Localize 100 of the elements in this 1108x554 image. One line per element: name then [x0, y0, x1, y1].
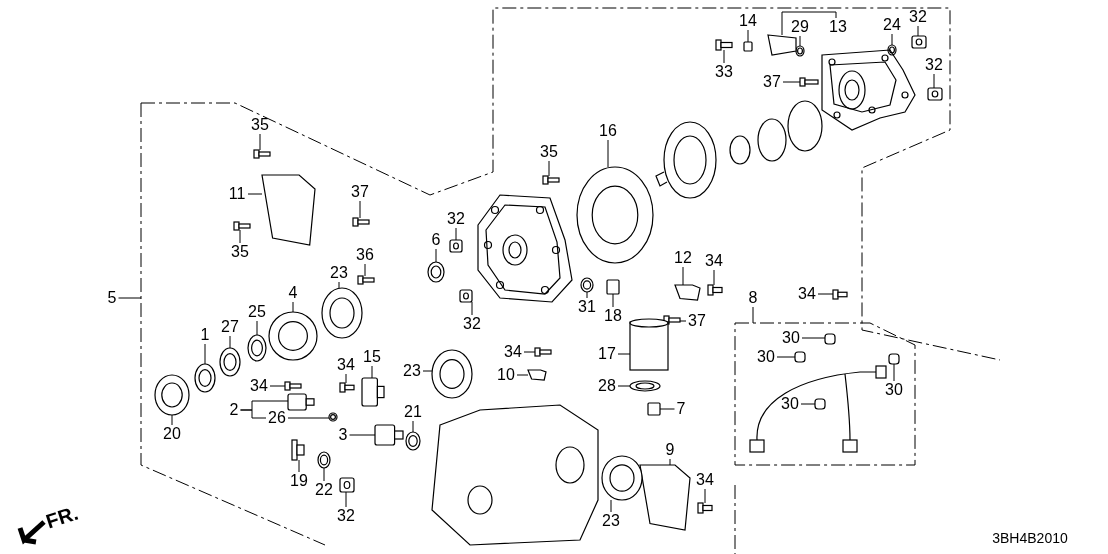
callout-number: 28 [598, 378, 616, 394]
callout-number: 13 [829, 19, 847, 35]
plug-drawing [647, 402, 661, 416]
ring-drawing [219, 347, 241, 377]
callout-number: 2 [229, 402, 239, 418]
plug-drawing [606, 279, 620, 295]
callout-number: 26 [268, 410, 286, 426]
dowel-pin-drawing [339, 477, 355, 493]
clip-drawing [814, 398, 826, 410]
leader-line [471, 301, 473, 316]
leader-line [586, 291, 588, 299]
callout-number: 12 [674, 250, 692, 266]
dowel-pin-drawing [927, 87, 943, 101]
leader-line [345, 373, 347, 384]
callout-number: 10 [497, 367, 515, 383]
leader-line [659, 408, 675, 410]
callout-number: 34 [705, 253, 723, 269]
motor-drawing [629, 318, 669, 371]
leader-line [239, 229, 241, 244]
leader-line [323, 467, 325, 482]
leader-line [240, 409, 267, 419]
callout-number: 23 [330, 265, 348, 281]
leader-line [287, 417, 330, 419]
callout-number: 33 [715, 64, 733, 80]
callout-number: 20 [163, 426, 181, 442]
leader-line [412, 420, 414, 433]
housing-drawing [477, 194, 573, 303]
bolt-drawing [253, 149, 271, 159]
leader-line [345, 491, 347, 508]
leader-line [679, 320, 687, 322]
callout-number: 9 [665, 442, 675, 458]
leader-line [607, 139, 609, 168]
sensor-drawing [287, 393, 315, 411]
oil-seal-drawing [431, 349, 473, 399]
leader-line [617, 385, 631, 387]
bracket-drawing [674, 284, 701, 301]
leader-line [723, 49, 725, 64]
leader-line [752, 306, 754, 324]
bolt-drawing [352, 217, 370, 227]
bracket-drawing [639, 464, 691, 531]
bolt-drawing [663, 315, 681, 325]
bolt-drawing [697, 502, 713, 514]
oil-seal-drawing [601, 455, 643, 501]
callout-number: 21 [404, 404, 422, 420]
callout-number: 17 [598, 346, 616, 362]
callout-number: 34 [798, 286, 816, 302]
leader-line [799, 35, 801, 47]
callout-number: 36 [356, 247, 374, 263]
leader-line [516, 374, 529, 376]
bolt-drawing [542, 175, 560, 185]
leader-line [617, 353, 631, 355]
leader-line [371, 365, 373, 379]
leader-line [891, 33, 893, 46]
drum-drawing [576, 166, 654, 264]
callout-number: 3 [338, 427, 348, 443]
leader-line [781, 11, 837, 36]
leader-line [776, 356, 796, 358]
bolt-drawing [715, 39, 733, 51]
cover-drawing [268, 311, 318, 361]
leader-line [422, 370, 433, 372]
leader-line [359, 200, 361, 219]
bolt-drawing [339, 382, 355, 393]
callout-number: 25 [248, 304, 266, 320]
bracket-drawing [261, 174, 316, 246]
bracket-drawing [527, 369, 547, 381]
leader-line [171, 414, 173, 426]
callout-number: 15 [363, 349, 381, 365]
leader-line [338, 281, 340, 289]
washer-drawing [405, 431, 421, 451]
callout-number: 23 [602, 513, 620, 529]
callout-number: 37 [688, 313, 706, 329]
callout-number: 6 [431, 232, 441, 248]
leader-line [704, 488, 706, 504]
callout-number: 27 [221, 319, 239, 335]
callout-number: 4 [288, 285, 298, 301]
callout-number: 34 [696, 472, 714, 488]
ring-drawing [194, 363, 216, 393]
leader-line [782, 81, 801, 83]
callout-number: 29 [791, 19, 809, 35]
callout-number: 23 [403, 363, 421, 379]
bolt-drawing [832, 289, 848, 300]
callout-number: 5 [107, 290, 117, 306]
callout-number: 32 [925, 57, 943, 73]
callout-number: 37 [351, 184, 369, 200]
leader-line [256, 320, 258, 336]
solenoid-drawing [767, 34, 797, 56]
sensor-drawing [374, 424, 404, 446]
callout-number: 24 [883, 17, 901, 33]
callout-number: 22 [315, 482, 333, 498]
leader-line [118, 297, 142, 299]
dowel-pin-drawing [449, 239, 463, 253]
leader-line [269, 385, 286, 387]
callout-number: 14 [739, 13, 757, 29]
bolt-drawing [233, 221, 251, 231]
leader-line [610, 499, 612, 513]
leader-line [682, 266, 684, 286]
leader-line [747, 29, 749, 43]
callout-number: 30 [781, 396, 799, 412]
callout-number: 30 [885, 382, 903, 398]
ring-drawing [247, 334, 267, 362]
